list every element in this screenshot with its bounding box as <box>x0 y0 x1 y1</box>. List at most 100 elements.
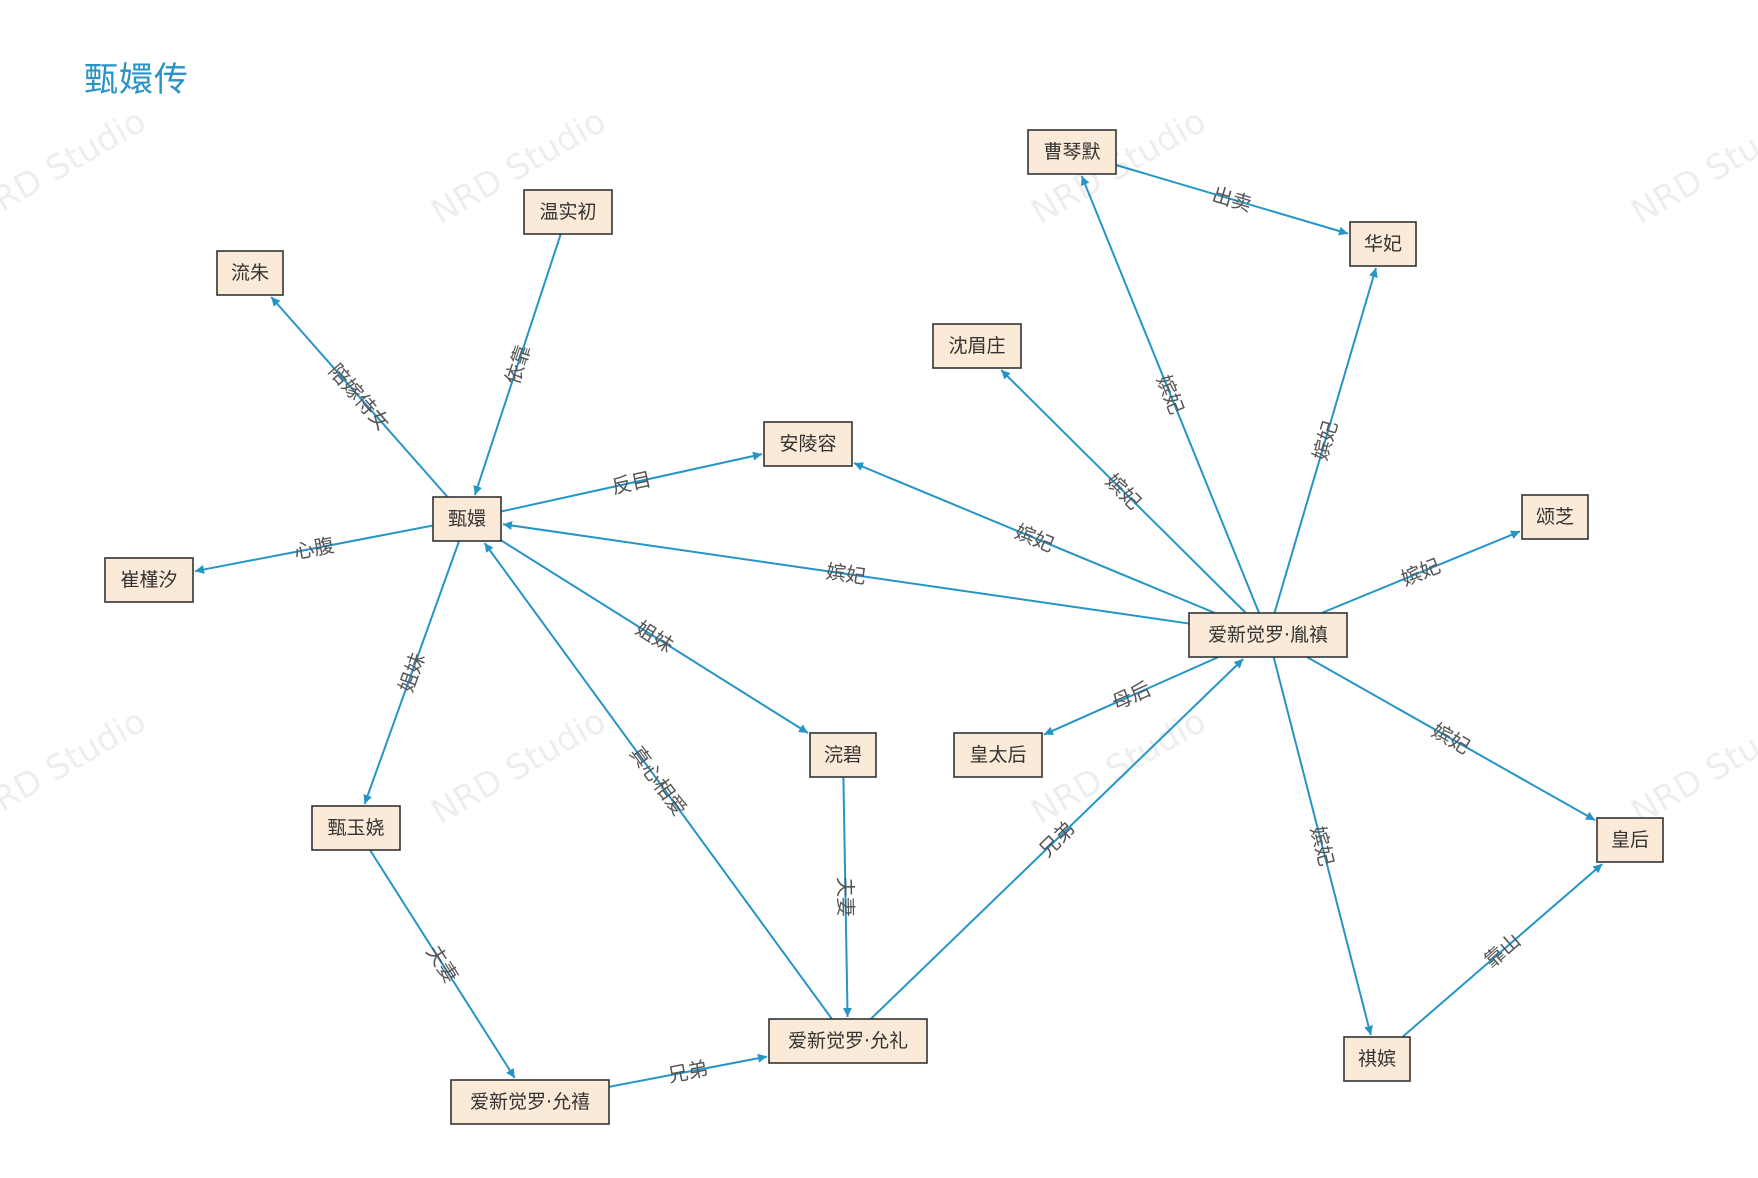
node-label: 爱新觉罗·允禧 <box>470 1091 590 1113</box>
edge-yinzhen-qipin <box>1272 656 1373 1036</box>
node-box[interactable] <box>216 250 284 296</box>
node-huanbi[interactable]: 浣碧 <box>809 732 877 778</box>
edge-label: 嫔妃 <box>1011 519 1057 557</box>
edge-label: 姐妹 <box>394 650 430 696</box>
node-box[interactable] <box>1188 612 1348 658</box>
node-box[interactable] <box>523 189 613 235</box>
edge-yinzhen-songzhi <box>1321 530 1521 614</box>
node-liuzhu[interactable]: 流朱 <box>216 250 284 296</box>
node-box[interactable] <box>432 496 502 542</box>
edge-wenshichu-zhenhuan <box>473 233 562 496</box>
edge-label: 嫔妃 <box>1306 824 1339 869</box>
edge-label: 依靠 <box>500 342 535 387</box>
edge-yinzhen-shenmeizhuang <box>1000 369 1247 614</box>
node-label: 甄嬛 <box>448 508 486 530</box>
edge-zhenhuan-anlingrong <box>500 451 763 513</box>
node-yinzhen[interactable]: 爱新觉罗·胤禛 <box>1188 612 1348 658</box>
node-label: 崔槿汐 <box>120 569 177 591</box>
edge-label: 嫔妃 <box>1398 553 1444 590</box>
edge-label: 真心相爱 <box>625 742 692 821</box>
node-box[interactable] <box>809 732 877 778</box>
node-box[interactable] <box>932 323 1022 369</box>
diagram-title: 甄嬛传 <box>84 60 189 100</box>
node-label: 华妃 <box>1364 233 1402 255</box>
node-caoqinmo[interactable]: 曹琴默 <box>1027 129 1117 175</box>
node-shenmeizhuang[interactable]: 沈眉庄 <box>932 323 1022 369</box>
watermark-text: NRD Studio <box>0 701 153 833</box>
node-label: 安陵容 <box>779 433 836 455</box>
edge-zhenhuan-cuijinxi <box>194 524 434 574</box>
node-huanghou[interactable]: 皇后 <box>1596 817 1664 863</box>
node-yunli[interactable]: 爱新觉罗·允礼 <box>768 1018 928 1064</box>
node-anlingrong[interactable]: 安陵容 <box>763 421 853 467</box>
node-box[interactable] <box>311 805 401 851</box>
node-wenshichu[interactable]: 温实初 <box>523 189 613 235</box>
node-label: 爱新觉罗·允礼 <box>788 1030 908 1052</box>
edge-yunli-yinzhen <box>870 658 1244 1020</box>
edge-label: 出卖 <box>1209 182 1254 216</box>
node-box[interactable] <box>450 1079 610 1125</box>
edge-qipin-huanghou <box>1401 863 1603 1038</box>
edge-yunli-zhenhuan <box>483 542 833 1020</box>
node-label: 甄玉娆 <box>327 817 384 839</box>
node-label: 祺嫔 <box>1358 1048 1396 1070</box>
edge-label: 心腹 <box>292 533 336 564</box>
edge-label: 反目 <box>609 467 653 499</box>
watermark-text: NRD Studio <box>0 101 153 233</box>
edge-label: 姐妹 <box>631 616 678 658</box>
node-cuijinxi[interactable]: 崔槿汐 <box>104 557 194 603</box>
watermark-text: NRD Studio <box>1025 701 1213 833</box>
edge-zhenhuan-zhenyurao <box>363 540 461 805</box>
watermark-text: NRD Studio <box>1625 101 1758 233</box>
edge-yunxi-yunli <box>608 1053 768 1088</box>
edge-label: 兄弟 <box>666 1056 710 1087</box>
edge-label: 嫔妃 <box>1308 418 1342 463</box>
edge-huanbi-yunli <box>842 776 852 1018</box>
edge-layer <box>194 164 1603 1088</box>
edge-label: 嫔妃 <box>1428 718 1475 759</box>
node-box[interactable] <box>768 1018 928 1064</box>
node-label: 沈眉庄 <box>948 335 1005 357</box>
node-box[interactable] <box>763 421 853 467</box>
node-yunxi[interactable]: 爱新觉罗·允禧 <box>450 1079 610 1125</box>
edge-yinzhen-caoqinmo <box>1080 175 1260 614</box>
edge-yinzhen-huangtaihou <box>1043 656 1219 736</box>
edge-zhenhuan-huanbi <box>500 539 809 734</box>
edge-yinzhen-anlingrong <box>853 462 1216 614</box>
node-box[interactable] <box>104 557 194 603</box>
watermark-text: NRD Studio <box>1625 701 1758 833</box>
edge-zhenyurao-yunxi <box>369 849 516 1079</box>
node-box[interactable] <box>1349 221 1417 267</box>
edge-label: 嫔妃 <box>824 559 867 588</box>
node-label: 皇太后 <box>969 744 1026 766</box>
edge-yinzhen-zhenhuan <box>502 521 1190 625</box>
edge-label: 夫妻 <box>833 877 858 917</box>
node-box[interactable] <box>1596 817 1664 863</box>
node-zhenyurao[interactable]: 甄玉娆 <box>311 805 401 851</box>
node-box[interactable] <box>953 732 1043 778</box>
node-songzhi[interactable]: 颂芝 <box>1521 494 1589 540</box>
node-huafei[interactable]: 华妃 <box>1349 221 1417 267</box>
node-label: 温实初 <box>539 201 596 223</box>
edge-label: 陪嫁侍女 <box>324 359 395 435</box>
node-label: 颂芝 <box>1536 506 1574 528</box>
node-label: 流朱 <box>231 262 269 284</box>
node-label: 曹琴默 <box>1043 141 1100 163</box>
watermark-text: NRD Studio <box>425 701 613 833</box>
node-label: 皇后 <box>1611 829 1649 851</box>
edge-yinzhen-huanghou <box>1306 656 1596 822</box>
edge-label: 母后 <box>1108 677 1154 715</box>
edge-label: 夫妻 <box>422 941 464 988</box>
edge-label: 靠山 <box>1479 928 1525 972</box>
node-box[interactable] <box>1343 1036 1411 1082</box>
node-zhenhuan[interactable]: 甄嬛 <box>432 496 502 542</box>
node-box[interactable] <box>1027 129 1117 175</box>
node-huangtaihou[interactable]: 皇太后 <box>953 732 1043 778</box>
node-qipin[interactable]: 祺嫔 <box>1343 1036 1411 1082</box>
node-label: 爱新觉罗·胤禛 <box>1208 624 1328 646</box>
node-box[interactable] <box>1521 494 1589 540</box>
edge-label: 嫔妃 <box>1152 371 1189 417</box>
